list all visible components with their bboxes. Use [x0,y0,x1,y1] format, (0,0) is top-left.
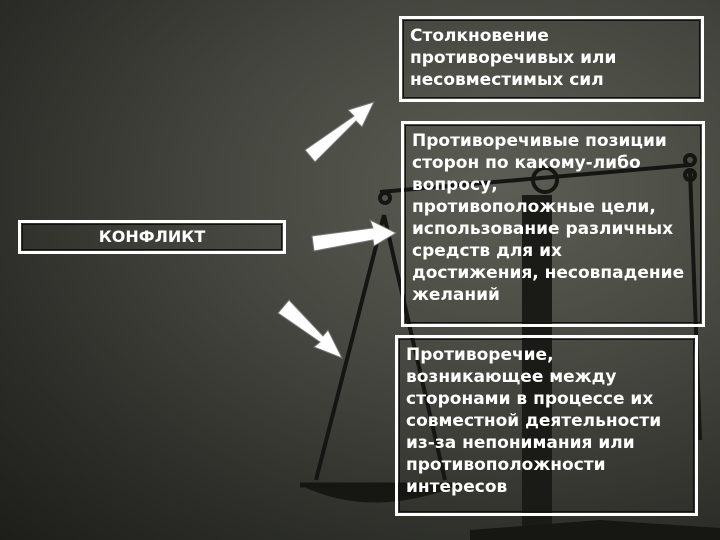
definition-text-top: Столкновение противоречивых или несовмес… [410,26,617,90]
arrow-up-right-icon [304,101,375,163]
definition-box-top: Столкновение противоречивых или несовмес… [399,16,704,102]
definition-text-middle: Противоречивые позиции сторон по какому-… [412,131,685,305]
definition-box-bottom: Противоречие, возникающее между сторонам… [395,335,698,516]
conflict-box: КОНФЛИКТ [18,220,286,254]
definition-text-bottom: Противоречие, возникающее между сторонам… [406,345,662,497]
arrow-right-icon [311,218,398,252]
arrow-down-right-icon [277,299,344,359]
conflict-label: КОНФЛИКТ [98,227,206,246]
definition-box-middle: Противоречивые позиции сторон по какому-… [401,121,705,327]
